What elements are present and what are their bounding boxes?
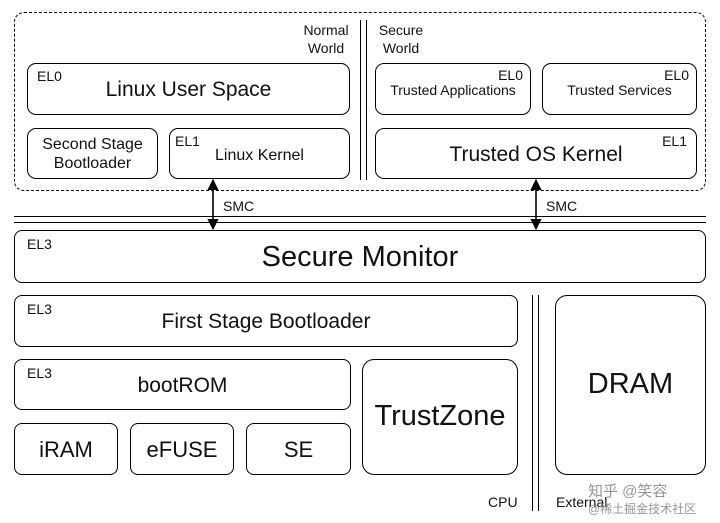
separator-line-top bbox=[14, 216, 706, 217]
linux-kernel-box: EL1 Linux Kernel bbox=[169, 128, 350, 179]
world-separator-right bbox=[366, 20, 367, 180]
el-badge: EL0 bbox=[498, 67, 523, 83]
trusted-services-label: Trusted Services bbox=[567, 82, 672, 98]
normal-world-label: Normal World bbox=[290, 21, 362, 57]
trusted-applications-box: EL0 Trusted Applications bbox=[375, 63, 531, 115]
trusted-services-box: EL0 Trusted Services bbox=[542, 63, 697, 115]
el-badge: EL3 bbox=[27, 236, 52, 252]
el-badge: EL3 bbox=[27, 365, 52, 381]
el-badge: EL0 bbox=[37, 68, 62, 84]
world-separator-left bbox=[360, 20, 361, 180]
secure-world-label-line2: World bbox=[382, 40, 420, 56]
second-stage-bootloader-line2: Bootloader bbox=[53, 155, 132, 172]
el-badge: EL3 bbox=[27, 301, 52, 317]
el-badge: EL1 bbox=[662, 133, 687, 149]
linux-kernel-label: Linux Kernel bbox=[215, 147, 304, 164]
el-badge: EL1 bbox=[175, 133, 200, 149]
dram-label: DRAM bbox=[587, 368, 674, 400]
secure-world-label-line1: Secure bbox=[378, 22, 424, 38]
trusted-os-kernel-label: Trusted OS Kernel bbox=[449, 143, 623, 166]
smc-right-label: SMC bbox=[546, 198, 578, 214]
dram-box: DRAM bbox=[555, 295, 706, 475]
se-box: SE bbox=[246, 423, 351, 475]
first-stage-bootloader-label: First Stage Bootloader bbox=[161, 310, 371, 333]
linux-user-space-box: EL0 Linux User Space bbox=[27, 63, 350, 115]
normal-world-label-line2: World bbox=[307, 40, 345, 56]
el-badge: EL0 bbox=[664, 67, 689, 83]
bootrom-box: EL3 bootROM bbox=[14, 359, 351, 410]
cpu-external-separator-left bbox=[532, 295, 533, 511]
se-label: SE bbox=[283, 437, 314, 462]
efuse-box: eFUSE bbox=[130, 423, 234, 475]
secure-world-label: Secure World bbox=[366, 21, 436, 57]
iram-label: iRAM bbox=[39, 437, 93, 462]
watermark-line1: 知乎 @笑容 bbox=[588, 483, 668, 500]
iram-box: iRAM bbox=[14, 423, 118, 475]
trusted-os-kernel-box: EL1 Trusted OS Kernel bbox=[375, 128, 697, 179]
cpu-external-separator-right bbox=[538, 295, 539, 511]
watermark-line2: @稀土掘金技术社区 bbox=[588, 502, 697, 516]
software-region bbox=[14, 12, 706, 191]
normal-world-label-line1: Normal bbox=[303, 22, 349, 38]
smc-left-label: SMC bbox=[223, 198, 255, 214]
bootrom-label: bootROM bbox=[137, 374, 228, 397]
second-stage-bootloader-label: Second Stage Bootloader bbox=[28, 135, 157, 173]
trustzone-box: TrustZone bbox=[362, 359, 518, 475]
trustzone-label: TrustZone bbox=[374, 400, 506, 432]
secure-monitor-label: Secure Monitor bbox=[261, 241, 459, 273]
first-stage-bootloader-box: EL3 First Stage Bootloader bbox=[14, 295, 518, 347]
second-stage-bootloader-box: Second Stage Bootloader bbox=[27, 128, 158, 179]
watermark: 知乎 @笑容 @稀土掘金技术社区 bbox=[588, 483, 720, 517]
trusted-applications-label: Trusted Applications bbox=[390, 82, 516, 98]
cpu-label: CPU bbox=[488, 494, 518, 510]
efuse-label: eFUSE bbox=[146, 437, 218, 462]
second-stage-bootloader-line1: Second Stage bbox=[42, 136, 143, 153]
linux-user-space-label: Linux User Space bbox=[105, 78, 272, 101]
secure-monitor-box: EL3 Secure Monitor bbox=[14, 230, 706, 283]
separator-line-bottom bbox=[14, 222, 706, 223]
external-label: External bbox=[556, 494, 608, 510]
